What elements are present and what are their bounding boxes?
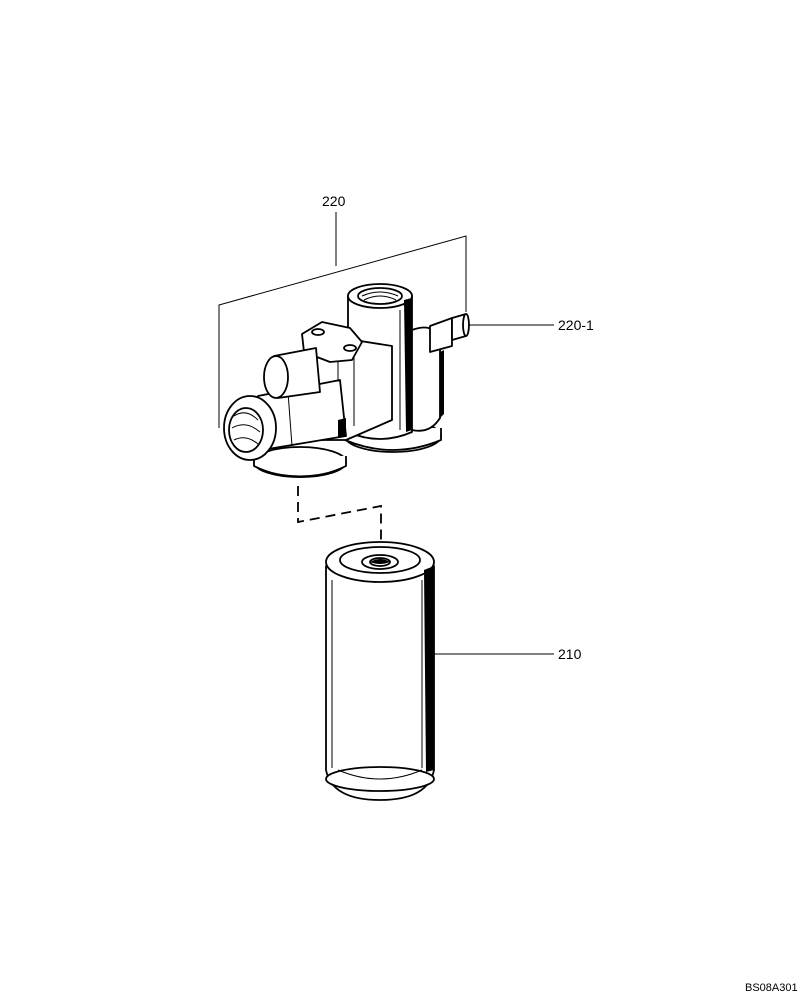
filter-element-210 bbox=[325, 541, 435, 801]
drawing-reference-code: BS08A301 bbox=[745, 982, 798, 994]
callout-bracket-220 bbox=[218, 212, 467, 428]
callout-label-220: 220 bbox=[322, 193, 346, 209]
assembly-dash-line bbox=[297, 486, 382, 540]
callout-label-210: 210 bbox=[558, 646, 582, 662]
filter-head-220 bbox=[223, 283, 470, 478]
callout-label-220-1: 220-1 bbox=[558, 317, 594, 333]
